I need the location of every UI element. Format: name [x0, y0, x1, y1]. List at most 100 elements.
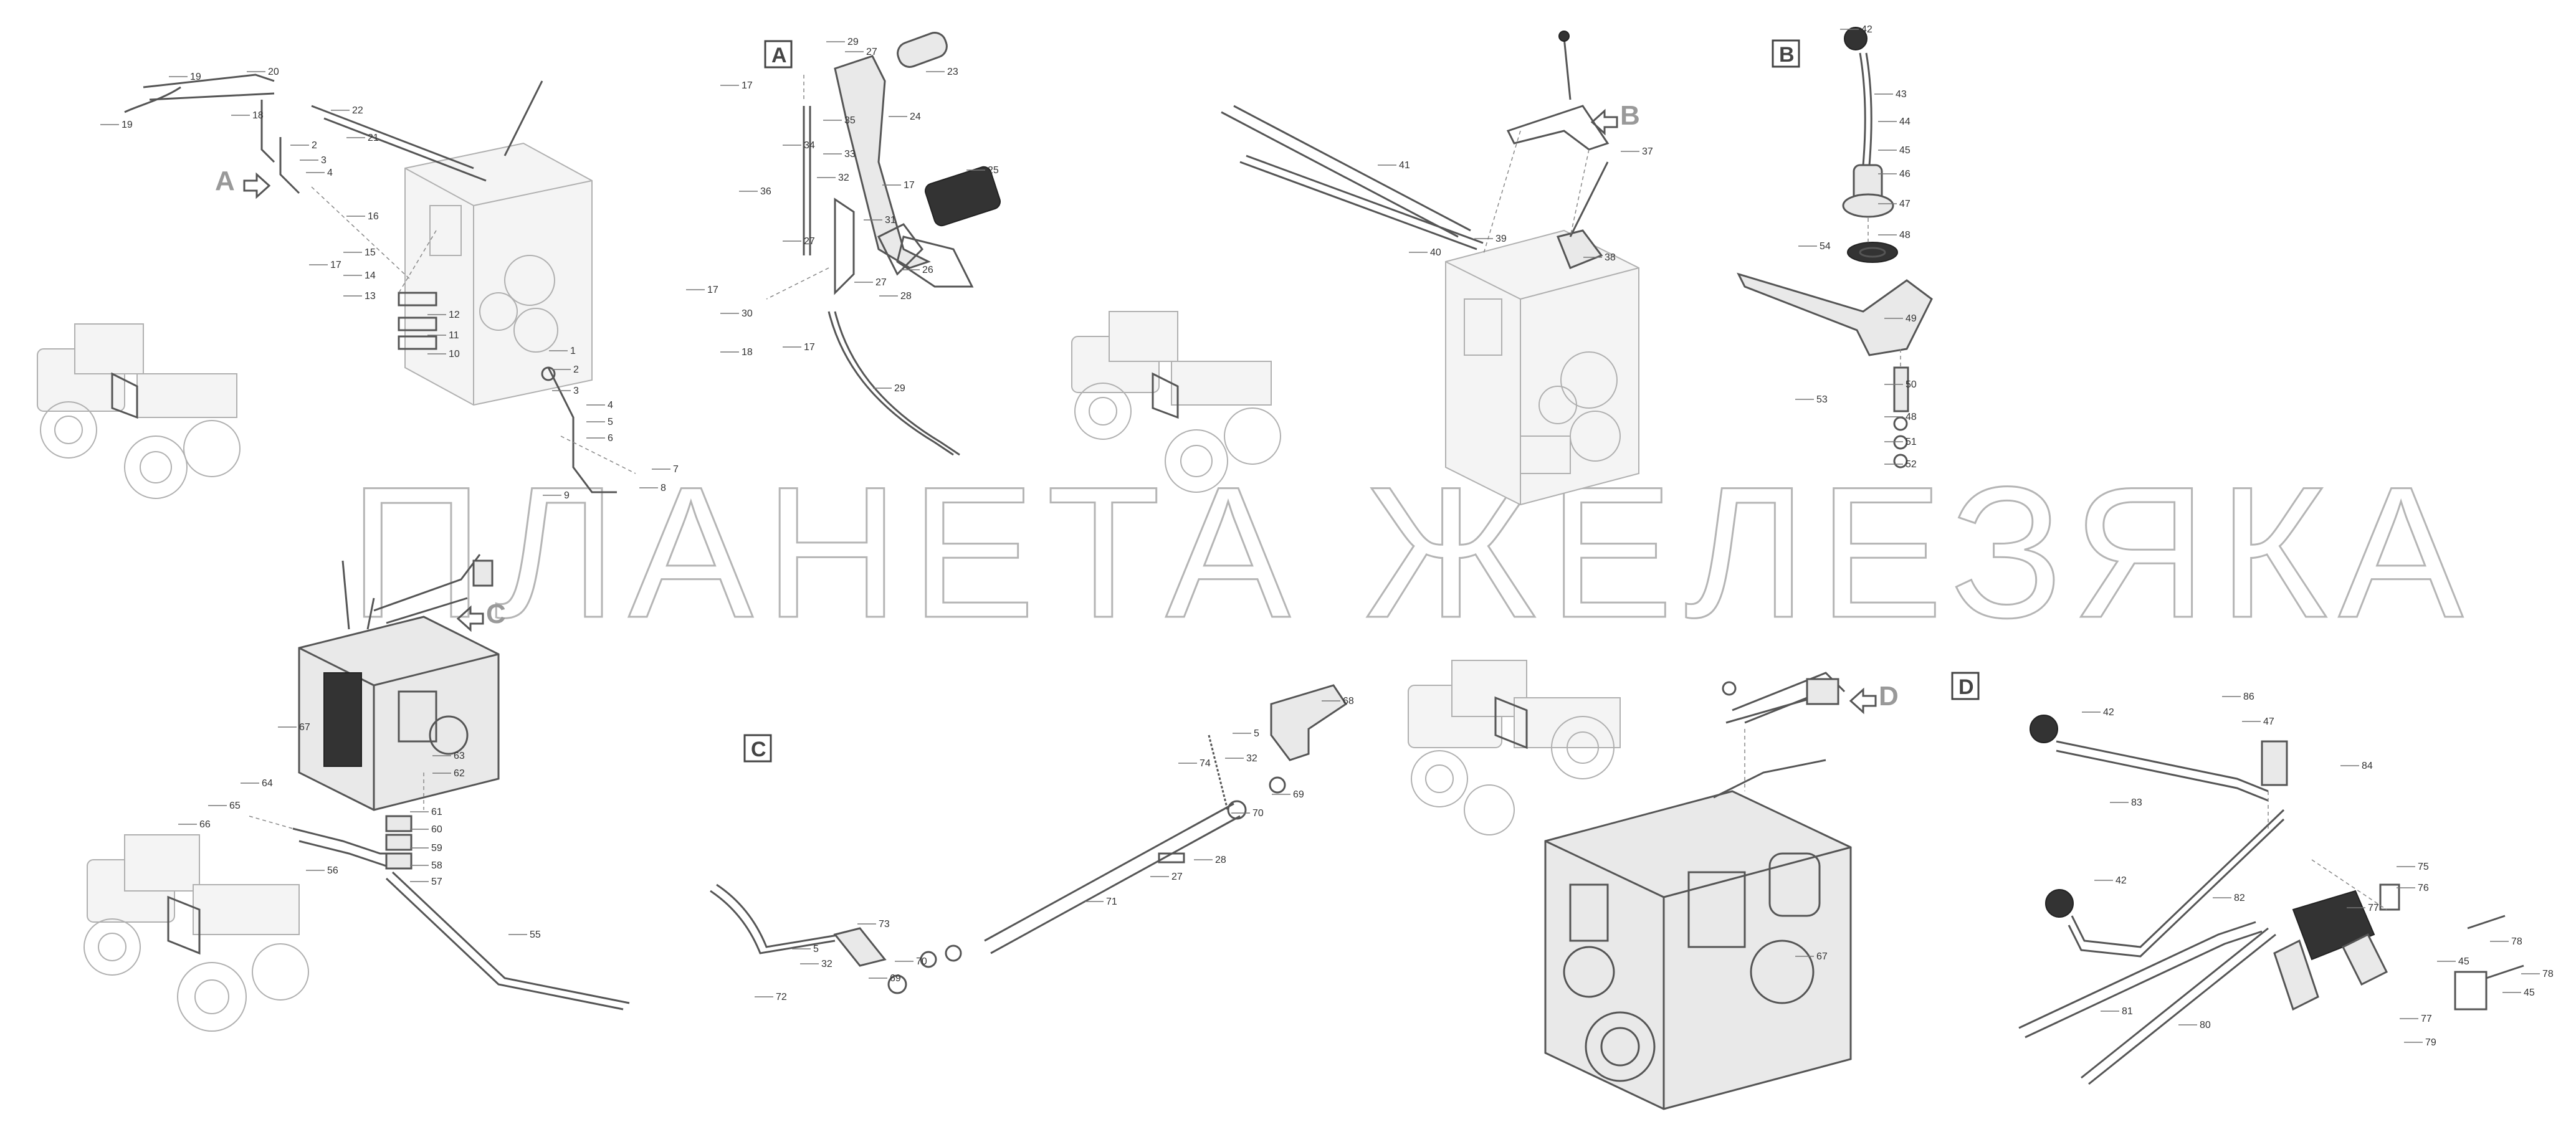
tractor-thumbnail-4 [1408, 660, 1621, 835]
callout-number: 17 [707, 285, 718, 295]
callout-number: 17 [742, 80, 753, 91]
callout-number: 49 [1906, 313, 1917, 324]
callout-number: 33 [844, 149, 856, 159]
callout-number: 13 [365, 291, 376, 302]
detail-a: A [764, 32, 1001, 456]
callout-number: 45 [1899, 145, 1911, 156]
linkage-5: C [249, 554, 630, 1011]
callout-number: 68 [1343, 696, 1354, 706]
callout-number: 27 [1171, 872, 1183, 882]
knob-b-icon [1844, 27, 1868, 50]
callout-number: 28 [900, 291, 912, 302]
callout-number: 60 [431, 824, 442, 835]
callout-number: 25 [988, 165, 999, 176]
callout-number: 41 [1399, 160, 1410, 171]
callout-number: 76 [2418, 883, 2429, 893]
callout-number: 45 [2458, 956, 2469, 967]
callout-number: 14 [365, 270, 376, 281]
callout-number: 23 [947, 67, 958, 77]
callout-number: 31 [885, 215, 896, 226]
callout-number: 3 [321, 155, 327, 166]
callout-number: 61 [431, 807, 442, 817]
detail-b: B [1737, 27, 1933, 469]
callout-number: 54 [1820, 241, 1831, 252]
callout-number: 4 [327, 168, 333, 178]
pointer-label-a: A [215, 166, 235, 196]
callout-number: 70 [916, 956, 927, 967]
callout-number: 71 [1106, 897, 1117, 907]
callout-number: 32 [1246, 753, 1257, 764]
callout-number: 83 [2131, 797, 2142, 808]
linkage-7: D [1713, 672, 1899, 799]
detail-box-a [764, 40, 793, 69]
callout-number: 48 [1899, 230, 1911, 240]
callout-number: 78 [2511, 936, 2522, 947]
clutch-linkage-1 [124, 74, 636, 493]
callout-number: 86 [2243, 692, 2254, 702]
callout-number: 18 [742, 347, 753, 358]
callout-number: 63 [454, 751, 465, 761]
knob-d2-icon [2045, 889, 2074, 918]
callout-number: 42 [1861, 24, 1872, 35]
callout-number: 19 [190, 72, 201, 82]
callout-number: 5 [813, 944, 819, 954]
callout-number: 4 [608, 400, 613, 411]
callout-number: 9 [564, 490, 570, 501]
detail-label-a: A [771, 44, 787, 67]
tractor-thumbnail-3 [83, 834, 309, 1032]
detail-c: C [710, 684, 1348, 994]
callout-number: 27 [804, 236, 815, 247]
callout-number: 50 [1906, 379, 1917, 390]
callout-number: 73 [879, 919, 890, 930]
callout-number: 78 [2542, 969, 2554, 979]
callout-number: 47 [1899, 199, 1911, 209]
callout-number: 21 [368, 133, 379, 143]
callout-number: 18 [252, 110, 264, 121]
callout-number: 37 [1642, 146, 1653, 157]
tractor-thumbnail-2 [1071, 311, 1281, 493]
callout-number: 17 [804, 342, 815, 353]
callout-number: 51 [1906, 437, 1917, 447]
callout-number: 19 [122, 120, 133, 130]
callout-number: 38 [1605, 252, 1616, 263]
callout-number: 70 [1252, 808, 1264, 819]
callout-number: 80 [2200, 1020, 2211, 1030]
callout-number: 46 [1899, 169, 1911, 179]
callouts-group-7: 67 [1795, 951, 1828, 962]
callout-number: 67 [1816, 951, 1828, 962]
callout-number: 43 [1896, 89, 1907, 100]
knob-d1-icon [2030, 715, 2058, 743]
callout-number: 11 [449, 330, 459, 341]
callout-number: 48 [1906, 412, 1917, 422]
knob-icon [1558, 31, 1570, 42]
callout-number: 17 [330, 260, 341, 270]
callout-number: 44 [1899, 117, 1911, 127]
callout-number: 42 [2103, 707, 2114, 718]
pointer-group-1: A [215, 166, 271, 199]
callout-number: 40 [1430, 247, 1441, 258]
watermark-text: ПЛАНЕТА ЖЕЛЕЗЯКА [349, 447, 2474, 657]
detail-label-d: D [1958, 675, 1974, 699]
callout-number: 32 [838, 173, 849, 183]
pointer-label-b: B [1620, 100, 1640, 131]
callout-number: 2 [312, 140, 317, 151]
callout-number: 27 [875, 277, 887, 288]
callouts-group-3: 41 37 40 39 38 [1378, 146, 1653, 263]
callout-number: 5 [1254, 728, 1259, 739]
pointer-label-c: C [486, 599, 506, 629]
callout-number: 53 [1816, 394, 1828, 405]
callout-number: 39 [1496, 234, 1507, 244]
callout-number: 2 [573, 364, 579, 375]
callout-number: 36 [760, 186, 771, 197]
detail-box-d [1951, 672, 1980, 700]
callout-number: 29 [847, 37, 859, 47]
pedal-pad-icon [924, 166, 1001, 227]
callout-number: 16 [368, 211, 379, 222]
callout-number: 5 [608, 417, 613, 427]
callout-number: 75 [2418, 862, 2429, 872]
pump-block-icon [323, 672, 362, 767]
callout-number: 62 [454, 768, 465, 779]
